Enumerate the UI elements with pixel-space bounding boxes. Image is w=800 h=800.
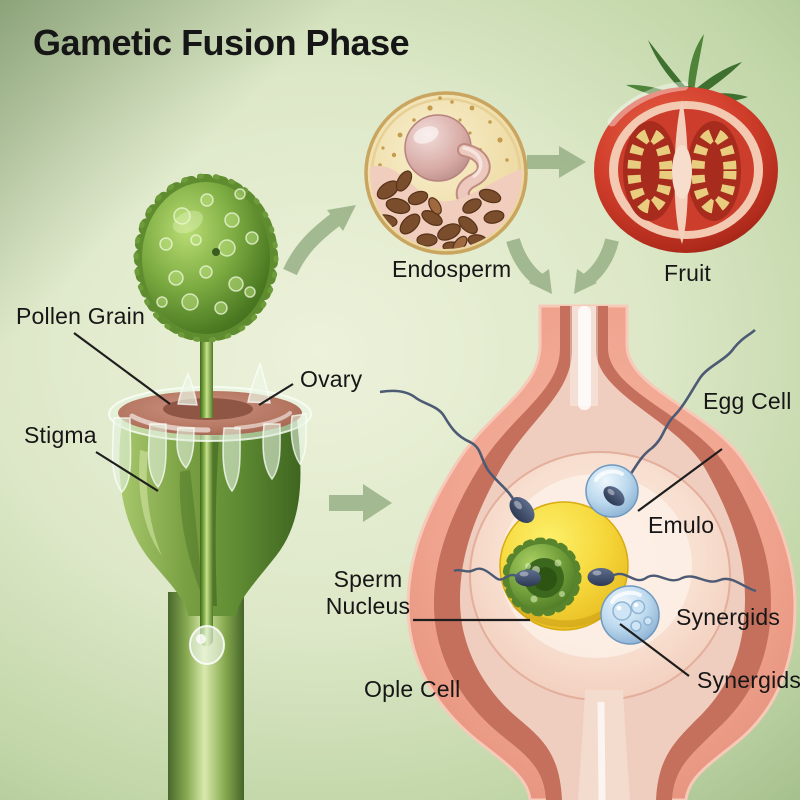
flow-arrows <box>283 146 619 522</box>
stigma-lobe-highlight <box>139 450 162 556</box>
arrow-pair-down-to-ovule <box>506 237 619 294</box>
pollen-vesicles <box>156 188 259 315</box>
sperm-cell-icon <box>587 568 757 593</box>
leader-ovary <box>258 383 294 406</box>
label-sperm-nucleus: Sperm Nucleus <box>325 566 411 620</box>
leader-stigma <box>95 451 159 492</box>
leader-synergids <box>619 623 690 677</box>
label-synergids-lower: Synergids <box>697 667 800 693</box>
label-synergids-upper: Synergids <box>676 604 781 630</box>
gel-peak <box>247 361 271 404</box>
leader-pollen-grain <box>73 332 171 405</box>
pollen-gloss <box>172 210 204 234</box>
pollen-grain-icon <box>133 173 279 343</box>
tomato-column-bulge <box>672 145 692 199</box>
pollen-tube-droplet <box>189 625 225 665</box>
tomato-seeds-left <box>627 128 673 214</box>
leader-emulo <box>637 448 723 512</box>
label-emulo: Emulo <box>648 512 715 538</box>
chalazal-canal-gloss <box>597 701 606 800</box>
tomato-seeds-right <box>691 128 737 214</box>
arrow-endosperm-to-fruit <box>527 146 586 178</box>
endosperm-seed-icon <box>364 91 528 255</box>
gel-peak <box>177 372 198 406</box>
label-pollen-grain: Pollen Grain <box>16 303 145 329</box>
micropyle-canal-gloss <box>578 306 591 410</box>
label-egg-cell: Egg Cell <box>703 388 792 414</box>
page-title: Gametic Fusion Phase <box>33 22 410 63</box>
label-fruit: Fruit <box>664 260 711 286</box>
embryo-sphere-gloss <box>413 126 439 144</box>
stigma-rim-gloss <box>234 411 292 430</box>
gel-drips <box>111 413 307 494</box>
stigma-ovary-icon <box>108 316 312 800</box>
ovule-cross-section-icon <box>379 304 797 800</box>
seed-cluster <box>374 170 505 249</box>
sperm-cell-icon <box>379 389 535 524</box>
leader-lines <box>73 332 723 677</box>
pollen-dark-pore <box>212 248 220 256</box>
label-ople-cell: Ople Cell <box>364 676 461 702</box>
pollen-tube-through-rim <box>200 370 213 418</box>
fruit-tomato-icon <box>594 34 778 253</box>
label-ovary: Ovary <box>300 366 363 392</box>
arrow-left-to-ovule <box>329 484 392 522</box>
arrow-pollen-to-endosperm <box>283 205 356 276</box>
sperm-cell-icon <box>453 567 541 587</box>
label-stigma: Stigma <box>24 422 97 448</box>
synergid-cell-icon <box>600 585 660 645</box>
tomato-gloss <box>607 81 689 127</box>
label-endosperm: Endosperm <box>392 256 512 282</box>
egg-cell-icon <box>585 464 639 518</box>
sperm-cell-icon <box>621 329 756 487</box>
stigma-lobe-shade <box>179 470 202 596</box>
droplet-gloss <box>196 634 206 644</box>
pollen-tube <box>200 316 213 646</box>
